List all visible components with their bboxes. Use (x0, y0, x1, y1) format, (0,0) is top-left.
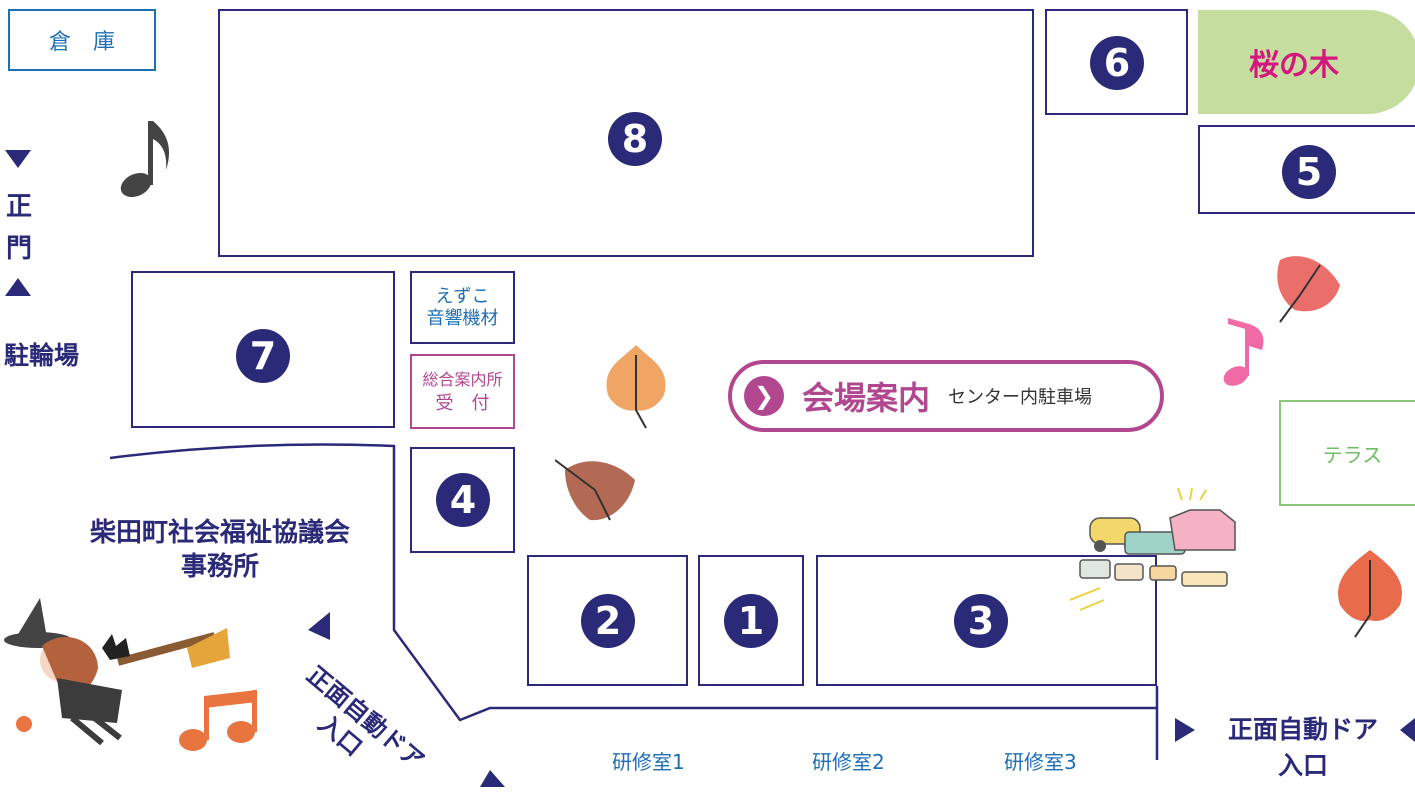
front-door-right-line1: 正面自動ドア (1227, 715, 1378, 744)
music-note-icon (179, 690, 257, 751)
leaf-icon (1338, 550, 1402, 638)
council-name: 柴田町社会福祉協議会 (89, 518, 350, 548)
cherry-tree-label: 桜の木 (1249, 48, 1339, 83)
toys-illustration (1070, 488, 1236, 611)
front-door-right-line2: 入口 (1277, 751, 1328, 780)
venue-guide-subtitle: センター内駐車場 (948, 387, 1093, 408)
booth-8-number: 8 (608, 112, 662, 166)
seminar-room-1-label: 研修室1 (612, 750, 685, 774)
booth-5-number: 5 (1282, 145, 1336, 199)
venue-guide-banner: ❯ 会場案内 センター内駐車場 (728, 360, 1164, 432)
main-gate-char-1: 正 (6, 192, 33, 222)
seminar-room-2-label: 研修室2 (812, 750, 885, 774)
music-note-icon (1223, 318, 1264, 386)
gate-arrow-up-icon (5, 278, 31, 296)
reception-label: 受 付 (435, 392, 490, 414)
booth-4-number: 4 (436, 473, 490, 527)
leaf-icon (1277, 256, 1340, 323)
ezuko-label: えずこ (435, 285, 490, 307)
info-desk-label: 総合案内所 (422, 369, 503, 389)
storage-room: 倉 庫 (8, 9, 156, 71)
council-office-label: 柴田町社会福祉協議会 事務所 (60, 516, 380, 584)
storage-label: 倉 庫 (48, 30, 115, 55)
booth-1-number: 1 (724, 594, 778, 648)
terrace-label: テラス (1322, 442, 1383, 467)
cherry-tree-area: 桜の木 (1198, 10, 1415, 114)
leaf-icon (555, 459, 635, 521)
booth-6-number: 6 (1090, 36, 1144, 90)
front-door-diagonal-label: 正面自動ドア 入口 (281, 660, 430, 799)
ezuko-sublabel: 音響機材 (426, 307, 499, 329)
terrace: テラス (1279, 400, 1415, 506)
music-note-icon (120, 121, 170, 198)
bicycle-parking-label: 駐輪場 (4, 341, 80, 370)
council-office: 事務所 (180, 552, 259, 582)
booth-3-number: 3 (954, 594, 1008, 648)
booth-5 (1198, 125, 1415, 214)
venue-guide-title: 会場案内 (802, 379, 931, 417)
front-door-right-label: 正面自動ドア 入口 (1203, 712, 1403, 784)
witch-illustration (4, 598, 230, 746)
ezuko-equipment: えずこ 音響機材 (410, 271, 515, 344)
seminar-room-3-label: 研修室3 (1004, 750, 1077, 774)
booth-7-number: 7 (236, 329, 290, 383)
chevron-right-icon: ❯ (744, 376, 784, 416)
leaf-icon (606, 345, 666, 429)
info-desk: 総合案内所 受 付 (410, 354, 515, 429)
gate-arrow-down-icon (5, 150, 31, 168)
main-gate-char-2: 門 (6, 234, 33, 264)
booth-2-number: 2 (581, 594, 635, 648)
